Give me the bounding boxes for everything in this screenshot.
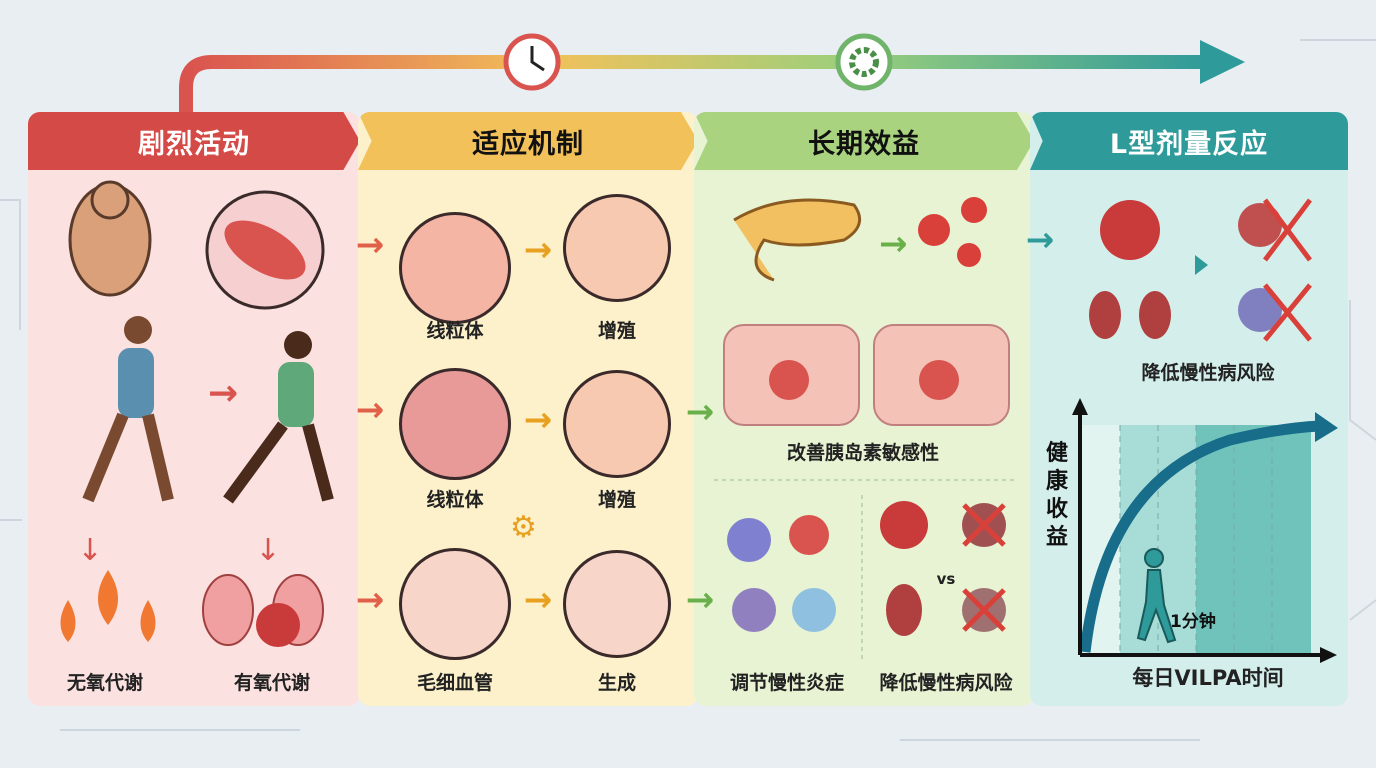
mitochondria-cell-icon	[399, 212, 511, 324]
label-angiogenesis: 生成	[597, 672, 637, 694]
label-anaerobic: 无氧代谢	[66, 672, 144, 694]
svg-text:→: →	[879, 224, 908, 264]
label-insulin-sensitivity: 改善胰岛素敏感性	[786, 442, 940, 464]
chart-x-label: 每日VILPA时间	[1132, 666, 1284, 690]
label-aerobic: 有氧代谢	[233, 672, 311, 694]
arrow-right-icon: →	[685, 392, 715, 432]
arrow-right-icon: →	[355, 390, 385, 430]
label-chronic-risk: 降低慢性病风险	[879, 672, 1013, 694]
chart-y-label: 健康收益	[1045, 441, 1068, 550]
label-capillary: 毛细血管	[416, 672, 494, 694]
arrow-right-icon: →	[355, 225, 385, 265]
muscle-zoom-icon	[205, 190, 325, 310]
lungs-heart-icon	[202, 574, 324, 647]
arrow-right-icon: →	[523, 580, 553, 620]
runner-icon	[82, 316, 174, 503]
label-mitochondria: 线粒体	[426, 489, 484, 511]
vigorous-activity-illustration: → ↓ ↓	[60, 180, 334, 647]
panel-title: 剧烈活动	[28, 112, 360, 170]
svg-text:↓: ↓	[77, 533, 102, 568]
clock-icon	[503, 33, 561, 91]
pancreas-icon	[733, 198, 862, 282]
label-chronic-risk: 降低慢性病风险	[1141, 362, 1275, 384]
label-proliferation: 增殖	[597, 320, 637, 342]
label-vs: vs	[936, 570, 956, 588]
dose-response-chart	[1072, 398, 1338, 663]
benefits-illustration: →	[714, 197, 1014, 660]
label-proliferation: 增殖	[597, 489, 637, 511]
insulin-receptor-cell-icon	[723, 324, 860, 426]
immune-cells-icon	[727, 515, 836, 632]
capillary-network-icon	[563, 550, 671, 658]
risk-reduction-illustration	[1089, 198, 1312, 342]
runner-icon	[223, 331, 334, 504]
mitochondria-proliferation-icon	[563, 370, 671, 478]
insulin-receptor-cell-icon	[873, 324, 1010, 426]
fire-icon	[60, 570, 156, 642]
panel-title: L型剂量反应	[1030, 112, 1348, 170]
panel-title: 长期效益	[694, 112, 1034, 170]
walking-person-icon	[1136, 548, 1177, 644]
svg-text:↓: ↓	[255, 533, 280, 568]
timeline-arrow	[179, 33, 1245, 112]
capillary-icon	[399, 548, 511, 660]
muscle-fiber-icon	[399, 368, 511, 480]
arrow-right-icon: →	[1025, 220, 1055, 260]
crossed-out-organ-icon	[962, 503, 1006, 632]
dose-response-curve	[1079, 420, 1321, 653]
chart-annotation-1-minute: 1分钟	[1170, 612, 1216, 632]
arrow-right-icon: →	[355, 580, 385, 620]
gear-icon: ⚙	[510, 510, 537, 545]
heart-kidney-icon	[880, 501, 928, 636]
arrow-right-icon: →	[523, 400, 553, 440]
panel-title: 适应机制	[358, 112, 698, 170]
muscular-torso-icon	[68, 180, 152, 297]
svg-text:→: →	[208, 373, 238, 414]
crossed-out-pathogen-icon	[1238, 198, 1312, 342]
arrow-right-icon: →	[523, 230, 553, 270]
arrow-right-icon: →	[685, 580, 715, 620]
red-blood-cells-icon	[918, 197, 987, 267]
kidneys-icon	[1089, 291, 1171, 339]
label-mitochondria: 线粒体	[426, 320, 484, 342]
label-inflammation: 调节慢性炎症	[729, 672, 845, 694]
heart-icon	[1100, 200, 1160, 260]
mitochondria-proliferation-icon	[563, 194, 671, 302]
gear-icon	[835, 33, 893, 91]
